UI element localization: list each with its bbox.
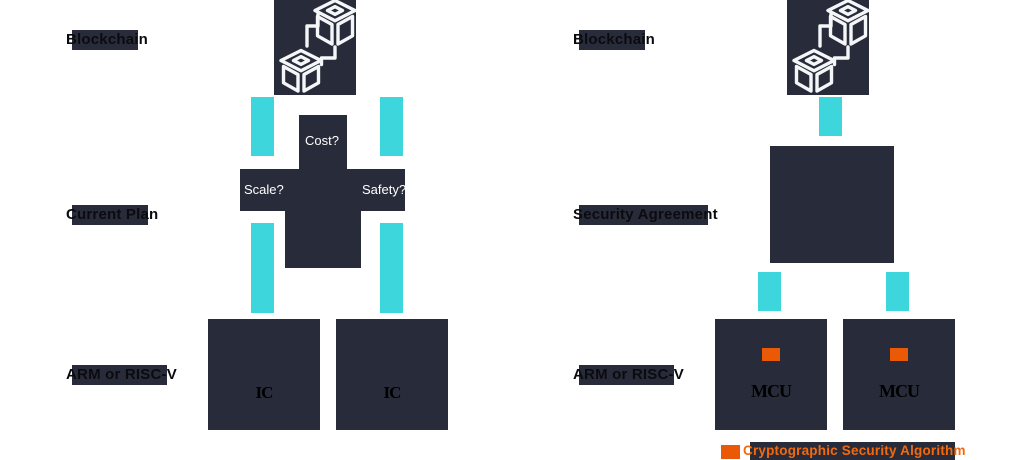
ic-chip-right: IC [336,319,448,430]
question-cross-top-arm [299,115,347,171]
ic-chip-label: IC [255,383,274,402]
right-row-label-blockchain: Blockchain [573,30,656,50]
right-connector-bar-bottom-right [886,272,909,311]
left-row-label-arm-risc-v: ARM or RISC-V [66,365,177,385]
mcu-chip-label: MCU [751,381,792,401]
left-row-label-blockchain: Blockchain [66,30,149,50]
mcu-chip-label: MCU [879,381,920,401]
blockchain-cubes-icon [787,0,870,95]
left-connector-bar-bottom-right [380,223,403,313]
left-connector-bar-top-left [251,97,274,156]
crypto-algorithm-chip-icon [890,348,908,361]
left-connector-bar-bottom-left [251,223,274,313]
legend: Cryptographic Security Algorithm [721,442,966,460]
blockchain-cubes-icon [274,0,357,95]
question-scale: Scale? [244,182,284,197]
ic-chip-left: IC [208,319,320,430]
left-row-label-current-plan: Current Plan [66,205,159,225]
ic-chip-label: IC [383,383,402,402]
security-agreement-block [770,146,894,263]
question-cross-bottom-arm [285,211,361,268]
right-connector-bar-top [819,97,842,136]
mcu-chip-right: MCU [843,319,955,430]
right-row-label-security-agreement: Security Agreement [573,205,718,225]
question-safety: Safety? [362,182,407,197]
crypto-algorithm-chip-icon [762,348,780,361]
left-connector-bar-top-right [380,97,403,156]
question-cost: Cost? [305,133,339,148]
question-cross-horizontal [240,169,405,211]
mcu-chip-left: MCU [715,319,827,430]
crypto-algorithm-swatch-icon [721,444,740,459]
right-row-label-arm-risc-v: ARM or RISC-V [573,365,684,385]
right-connector-bar-bottom-left [758,272,781,311]
legend-label: Cryptographic Security Algorithm [743,442,966,460]
